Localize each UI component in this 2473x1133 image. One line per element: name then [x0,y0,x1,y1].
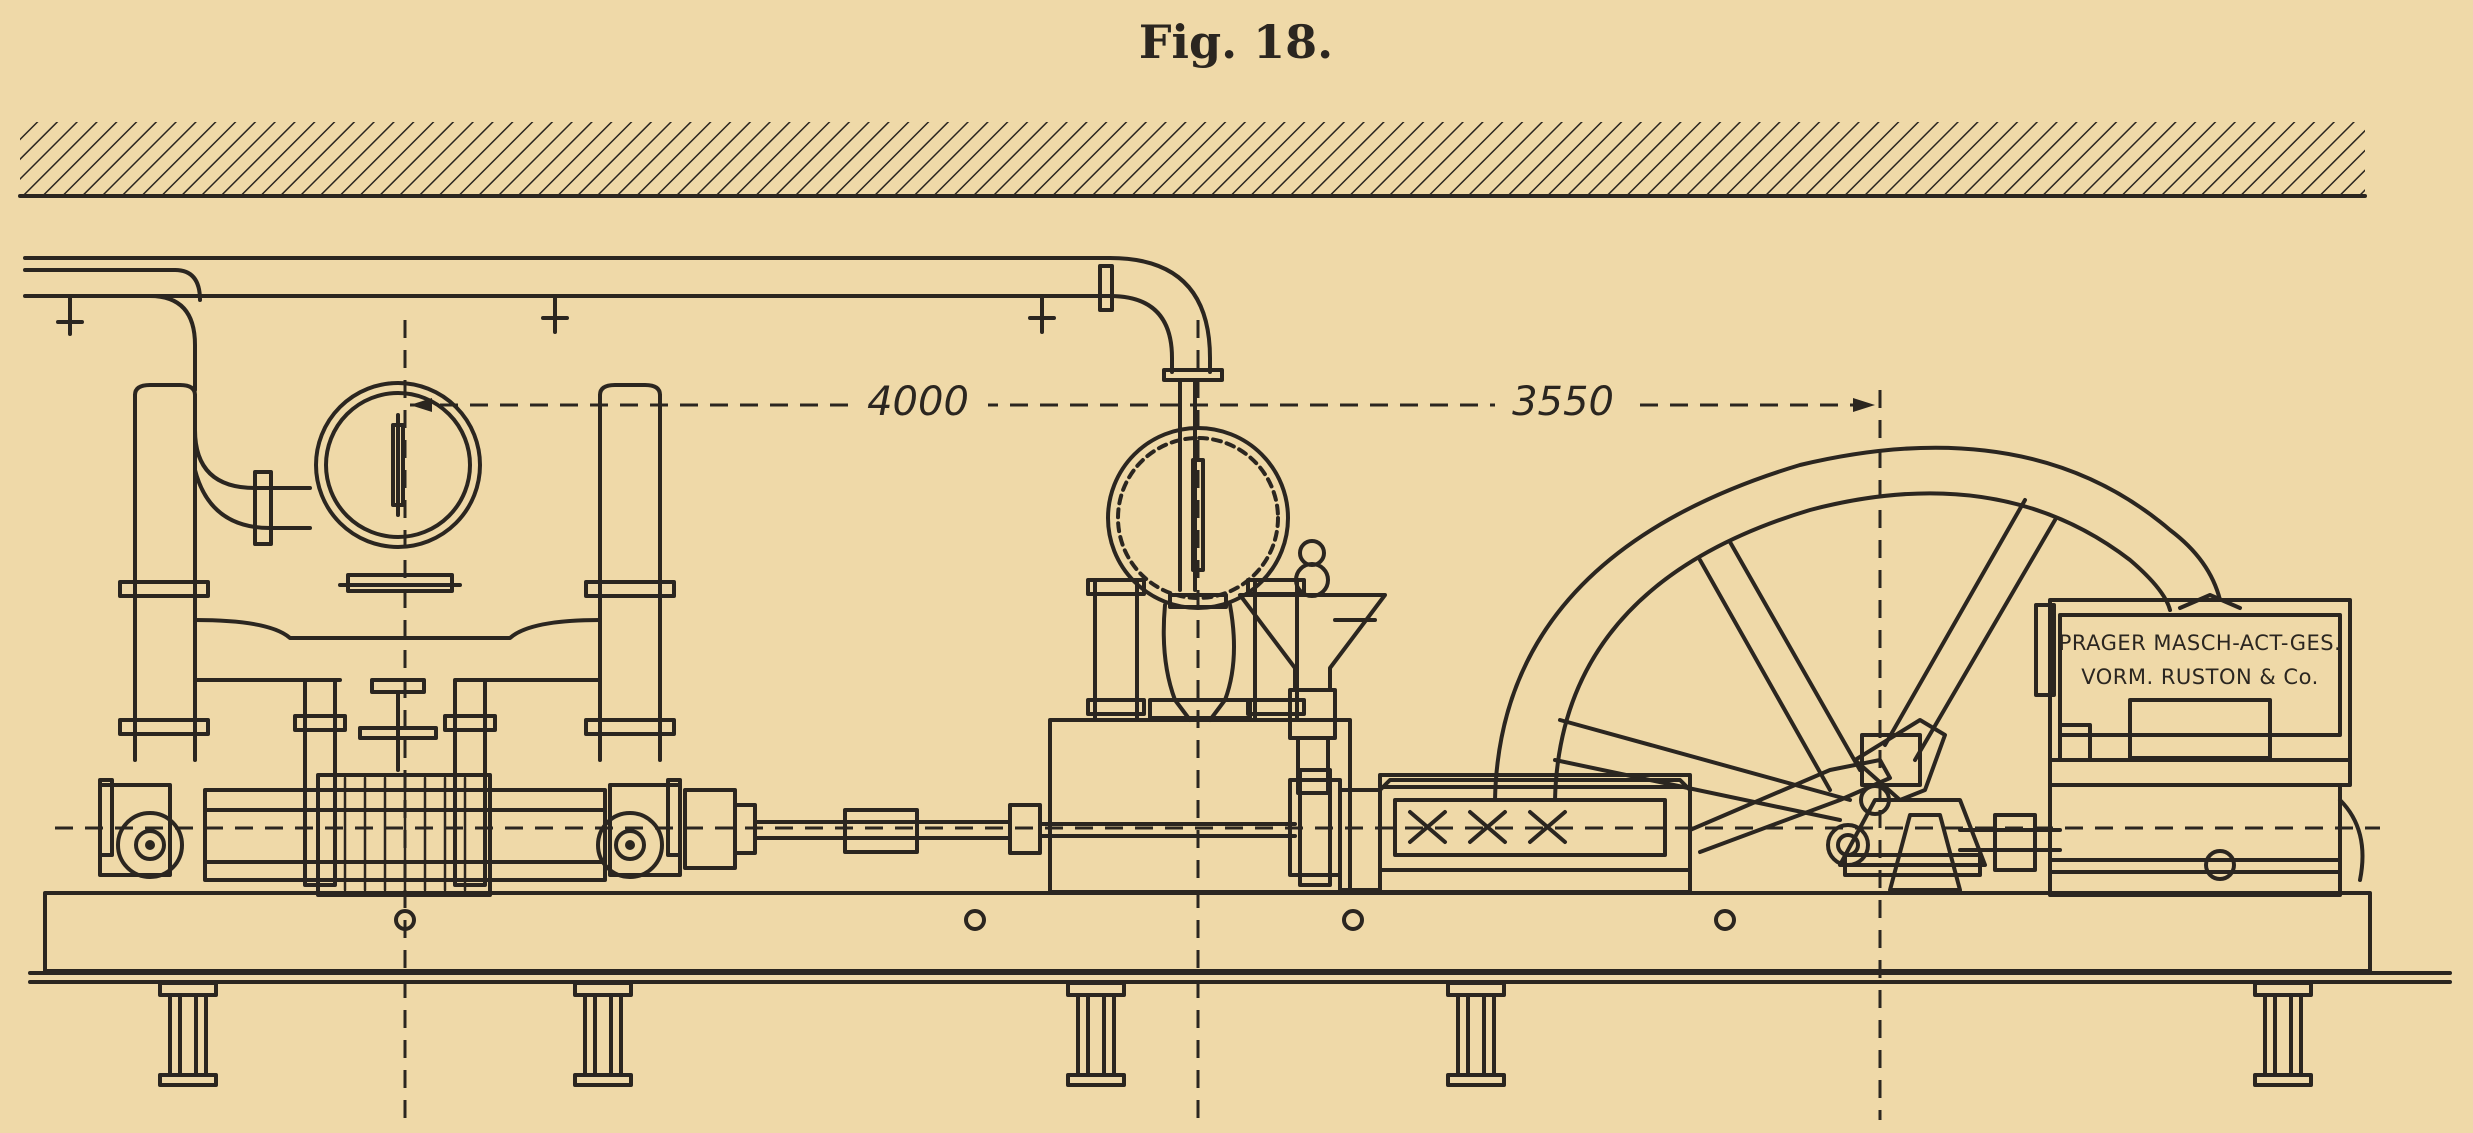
nameplate-line-2: VORM. RUSTON & Co. [2081,665,2319,689]
dynamo-housing: PRAGER MASCH-ACT-GES. VORM. RUSTON & Co. [2034,593,2365,897]
flywheel [1493,445,2222,822]
ceiling [18,122,2367,198]
dimension-line [410,372,1875,422]
piston-rod [683,788,1297,870]
overhead-pipe [23,256,1224,392]
dimension-label-3550: 3550 [1512,379,1614,425]
floor-supports [158,981,2313,1087]
centre-lines [55,320,2380,1120]
nameplate-line-1: PRAGER MASCH-ACT-GES. [2059,631,2342,655]
pump-assembly [98,381,682,897]
foundation-bed [28,891,2452,1087]
dimension-label-4000: 4000 [867,379,969,425]
figure-title: Fig. 18. [1139,15,1333,69]
crank-assembly [1826,718,2062,892]
engine-cylinder [1086,378,1387,795]
